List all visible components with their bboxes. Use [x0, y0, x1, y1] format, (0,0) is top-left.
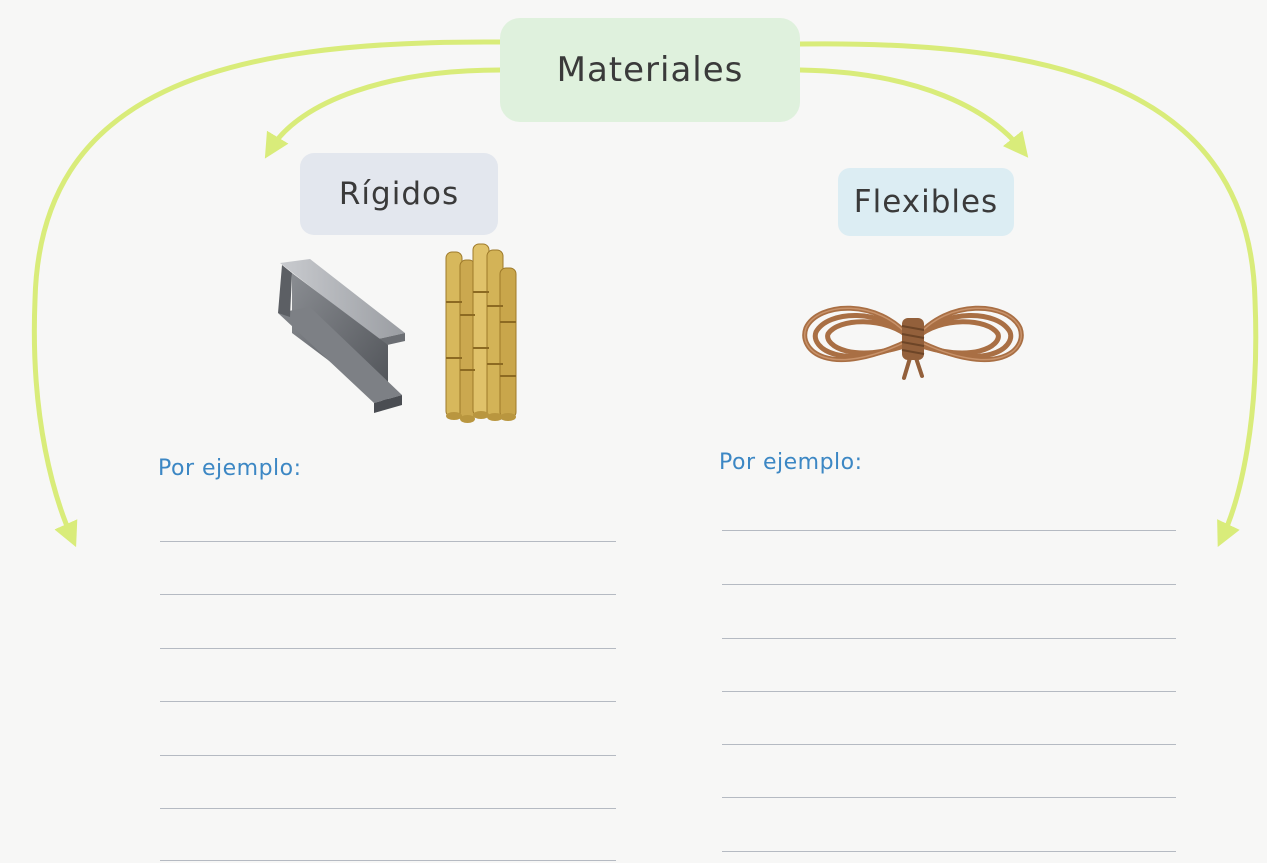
- writing-line[interactable]: [722, 530, 1176, 531]
- writing-line[interactable]: [722, 851, 1176, 852]
- writing-line[interactable]: [160, 860, 616, 861]
- rope-coil-image: [802, 305, 1024, 380]
- materiales-box: Materiales: [500, 18, 800, 122]
- writing-line[interactable]: [722, 744, 1176, 745]
- arrow-outer-right: [797, 41, 1259, 548]
- flexibles-example-label: Por ejemplo:: [719, 450, 863, 475]
- bamboo-canes-image: [445, 243, 517, 423]
- writing-line[interactable]: [722, 638, 1176, 639]
- writing-line[interactable]: [160, 701, 616, 702]
- steel-beam-image: [278, 259, 405, 413]
- writing-line[interactable]: [160, 594, 616, 595]
- rigidos-example-label: Por ejemplo:: [158, 456, 302, 481]
- rigidos-box: Rígidos: [300, 153, 498, 235]
- materiales-title: Materiales: [556, 50, 744, 90]
- writing-line[interactable]: [160, 648, 616, 649]
- arrow-outer-left: [31, 39, 503, 548]
- writing-line[interactable]: [160, 541, 616, 542]
- arrow-inner-left: [264, 67, 503, 159]
- arrow-inner-right: [797, 67, 1029, 158]
- flexibles-label: Flexibles: [853, 184, 999, 220]
- writing-line[interactable]: [160, 755, 616, 756]
- flexibles-box: Flexibles: [838, 168, 1014, 236]
- rigidos-label: Rígidos: [338, 176, 460, 212]
- writing-line[interactable]: [160, 808, 616, 809]
- writing-line[interactable]: [722, 797, 1176, 798]
- writing-line[interactable]: [722, 691, 1176, 692]
- writing-line[interactable]: [722, 584, 1176, 585]
